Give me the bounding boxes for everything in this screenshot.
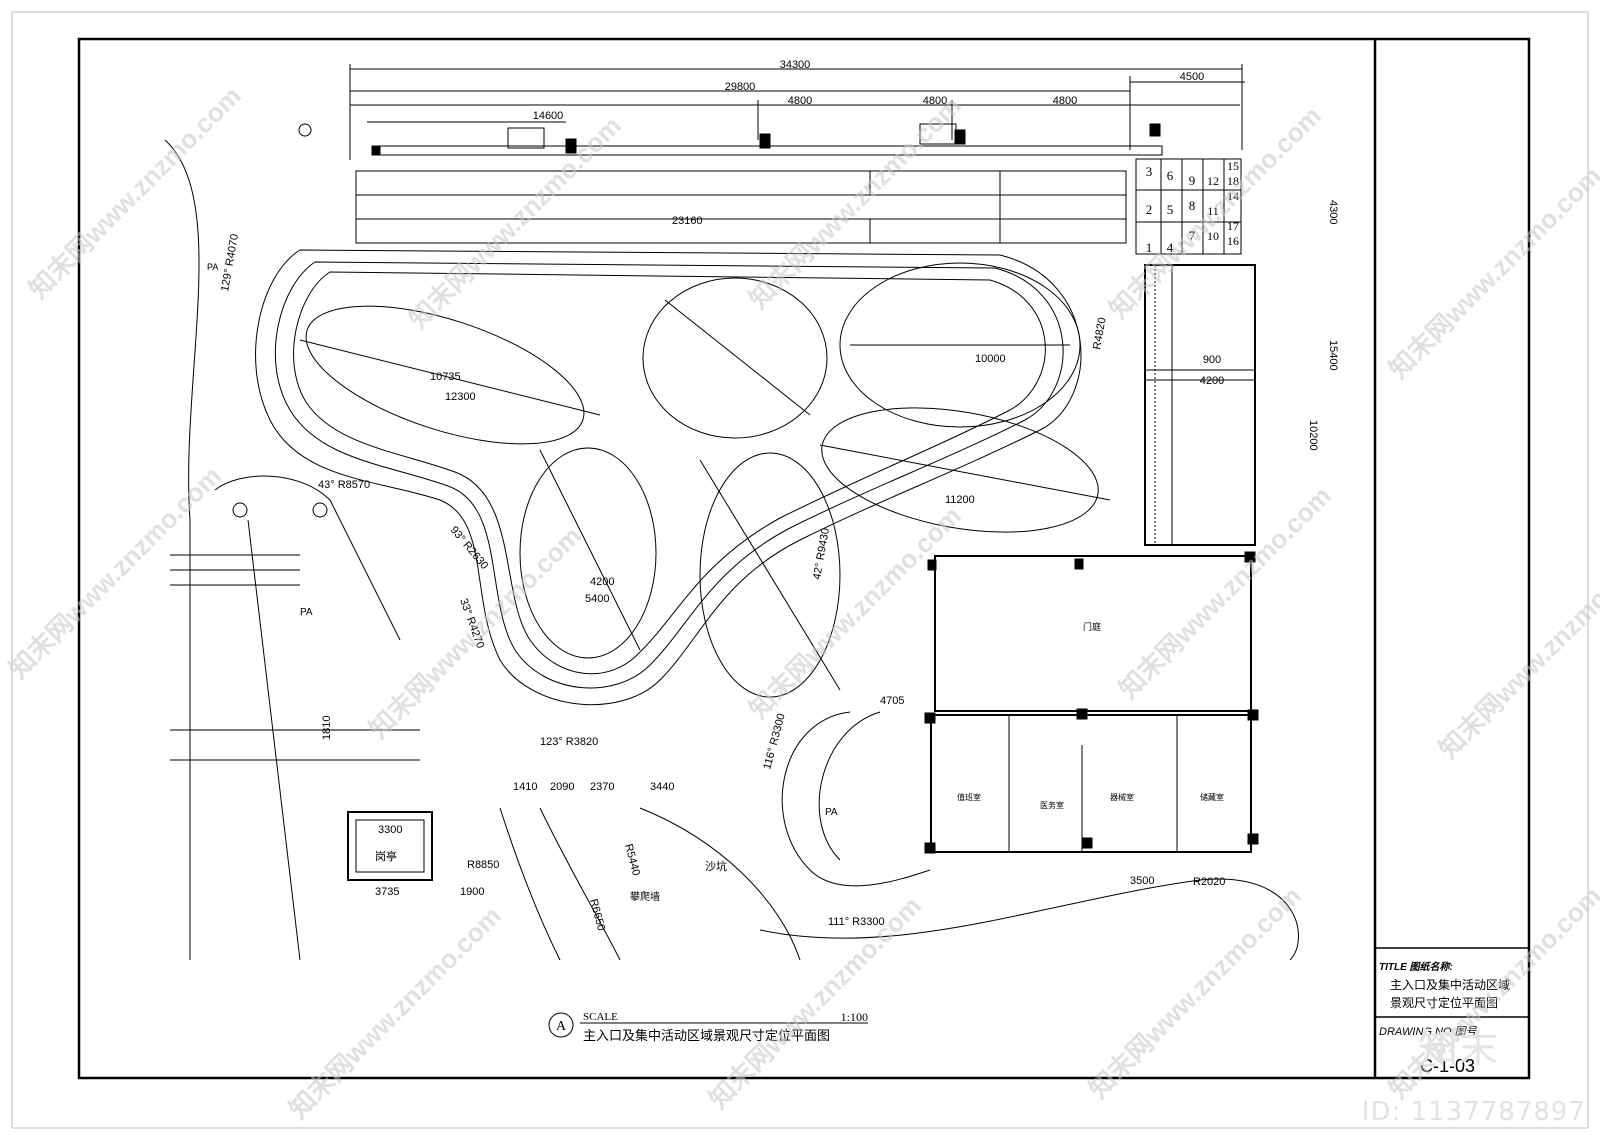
room-label: 器械室 bbox=[1110, 792, 1134, 802]
watermark-text: 知末网www.znzmo.com bbox=[743, 90, 967, 314]
title-line2: 景观尺寸定位平面图 bbox=[1390, 995, 1498, 1010]
label-guardhouse: 岗亭 bbox=[375, 849, 397, 863]
grid-num: 3 bbox=[1146, 164, 1153, 179]
grid-num: 1 bbox=[1146, 240, 1153, 255]
dim-4500: 4500 bbox=[1180, 71, 1204, 83]
dim-10735: 10735 bbox=[430, 371, 461, 383]
grid-num: 5 bbox=[1167, 202, 1174, 217]
dim-1005: 1410 bbox=[513, 781, 537, 793]
drawing-no-label: DRAWING NO.图号 bbox=[1379, 1026, 1478, 1038]
dim-2800: 900 bbox=[1203, 354, 1221, 366]
grid-num: 11 bbox=[1207, 204, 1219, 218]
title-label: TITLE 图纸名称: bbox=[1379, 961, 1453, 973]
label-sandpit: 沙坑 bbox=[705, 859, 727, 873]
dim-34300: 34300 bbox=[780, 59, 811, 71]
grid-num: 6 bbox=[1167, 168, 1174, 183]
dim-15400: 15400 bbox=[1327, 340, 1339, 371]
watermark-layer: 知末网www.znzmo.com 知末网www.znzmo.com 知末网www… bbox=[3, 80, 1600, 1124]
dim-3300: 3300 bbox=[378, 824, 402, 836]
dim-10200: 10200 bbox=[1307, 420, 1319, 451]
dim-4800-c: 4800 bbox=[1053, 95, 1077, 107]
title-line1: 主入口及集中活动区域 bbox=[1390, 977, 1510, 992]
watermark-text: 知末网www.znzmo.com bbox=[1083, 880, 1307, 1104]
scale-value: 1:100 bbox=[841, 1010, 868, 1024]
radius-r4820: R4820 bbox=[1091, 317, 1108, 351]
watermark-text: 知末网www.znzmo.com bbox=[1113, 480, 1337, 704]
dim-14600: 14600 bbox=[533, 110, 564, 122]
id-label: ID: 1137787897 bbox=[1361, 1097, 1586, 1127]
dim-3000: 4705 bbox=[880, 695, 904, 707]
watermark-text: 知末网www.znzmo.com bbox=[283, 900, 507, 1124]
dim-4300: 4300 bbox=[1327, 200, 1339, 224]
label-gate: 门庭 bbox=[1083, 621, 1101, 632]
dim-1410: 2090 bbox=[550, 781, 574, 793]
dim-4800-b: 4800 bbox=[923, 95, 947, 107]
grid-num: 7 bbox=[1189, 228, 1196, 243]
label-pa: PA bbox=[825, 807, 838, 818]
radius-123-r3820: 123° R3820 bbox=[540, 736, 598, 748]
label-pa: PA bbox=[300, 607, 313, 618]
grid-num: 9 bbox=[1189, 173, 1196, 188]
watermark-text: 知末网www.znzmo.com bbox=[1433, 540, 1600, 764]
grid-num: 12 bbox=[1207, 174, 1219, 188]
ref-letter: A bbox=[556, 1019, 567, 1034]
logo-mark: 知末 bbox=[1418, 1026, 1498, 1072]
grid-num: 4 bbox=[1167, 240, 1174, 255]
dim-10000: 10000 bbox=[975, 353, 1006, 365]
radius-r8850: R8850 bbox=[467, 859, 499, 871]
drawing-main-title: 主入口及集中活动区域景观尺寸定位平面图 bbox=[583, 1028, 830, 1043]
dim-23160: 23160 bbox=[672, 215, 703, 227]
dim-3440: 3500 bbox=[1130, 875, 1154, 887]
radius-42-r9430: 42° R9430 bbox=[811, 527, 832, 580]
dim-3500: 1810 bbox=[321, 716, 333, 740]
radius-111-r3300: 111° R3300 bbox=[828, 916, 885, 928]
dim-29800: 29800 bbox=[725, 81, 756, 93]
grid-num: 10 bbox=[1207, 229, 1219, 243]
radius-r5440: R5440 bbox=[622, 843, 642, 877]
watermark-text: 知末网www.znzmo.com bbox=[743, 500, 967, 724]
scale-label: SCALE bbox=[583, 1011, 618, 1023]
dim-1900: 1900 bbox=[460, 886, 484, 898]
label-climbing-wall: 攀爬墙 bbox=[630, 890, 660, 903]
room-label: 储藏室 bbox=[1200, 792, 1224, 802]
dim-3735: 3735 bbox=[375, 886, 399, 898]
watermark-text: 知末网www.znzmo.com bbox=[1103, 100, 1327, 324]
drawing-title-block: A SCALE 1:100 主入口及集中活动区域景观尺寸定位平面图 bbox=[548, 1010, 868, 1043]
radius-r6650: R6650 bbox=[587, 898, 607, 932]
dim-4200: 4200 bbox=[1200, 375, 1224, 387]
watermark-text: 知末网www.znzmo.com bbox=[1383, 160, 1600, 384]
grid-num: 17 bbox=[1227, 219, 1239, 233]
radius-43-r8570: 43° R8570 bbox=[318, 479, 370, 491]
label-pa: PA bbox=[207, 262, 218, 272]
grid-num: 16 bbox=[1227, 234, 1239, 248]
radius-129-r4070: 129° R4070 bbox=[219, 233, 241, 292]
paper-edge bbox=[11, 11, 1589, 1129]
dim-4800-a: 4800 bbox=[788, 95, 812, 107]
grid-num: 2 bbox=[1146, 202, 1153, 217]
dim-5400: 5400 bbox=[585, 593, 609, 605]
room-label: 医务室 bbox=[1040, 800, 1064, 810]
watermark-text: 知末网www.znzmo.com bbox=[403, 110, 627, 334]
dim-12300: 12300 bbox=[445, 391, 476, 403]
watermark-text: 知末网www.znzmo.com bbox=[703, 890, 927, 1114]
grid-num: 18 bbox=[1227, 174, 1239, 188]
grid-num: 14 bbox=[1227, 189, 1239, 203]
room-label: 值班室 bbox=[957, 792, 981, 802]
watermark-text: 知末网www.znzmo.com bbox=[3, 460, 227, 684]
dim-11200: 11200 bbox=[945, 494, 975, 506]
frame-border bbox=[77, 37, 1531, 1080]
dim-4200: 4200 bbox=[590, 576, 614, 588]
ref-circle bbox=[548, 1012, 574, 1038]
dim-2090: 2370 bbox=[590, 781, 614, 793]
drawing-no: C-1-03 bbox=[1420, 1056, 1475, 1076]
grid-num: 15 bbox=[1227, 159, 1239, 173]
dim-2370: 3440 bbox=[650, 781, 674, 793]
plan-labels: 34300 29800 14600 4800 4800 4800 4500 43… bbox=[207, 59, 1339, 932]
grid-num: 8 bbox=[1189, 198, 1196, 213]
radius-r2020: R2020 bbox=[1193, 876, 1225, 888]
plan-linework bbox=[164, 64, 1299, 961]
sheet-title-block: TITLE 图纸名称: 主入口及集中活动区域 景观尺寸定位平面图 DRAWING… bbox=[1379, 961, 1510, 1076]
